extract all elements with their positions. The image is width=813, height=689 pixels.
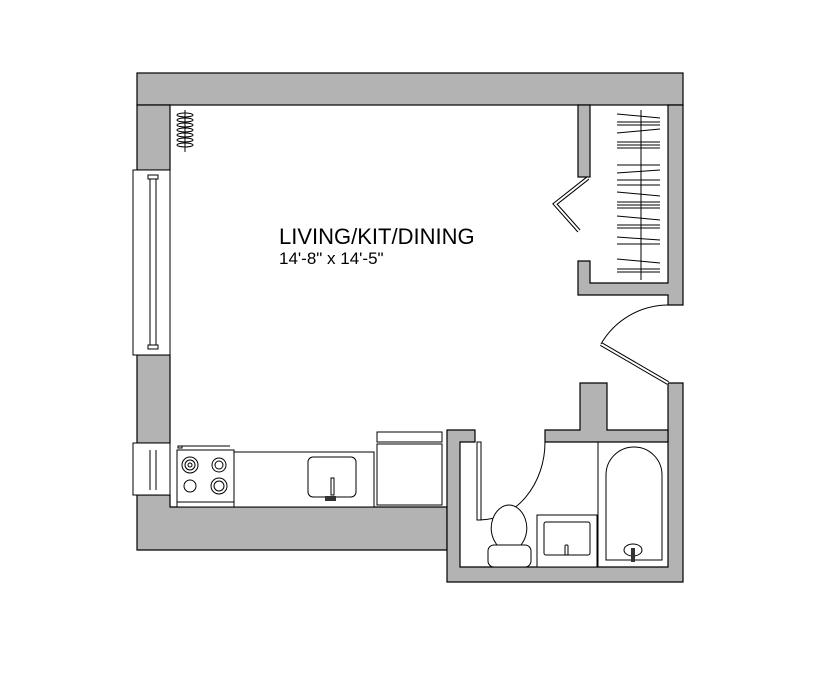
closet-wall-upper bbox=[577, 104, 591, 178]
closet-wall-lower bbox=[577, 104, 684, 306]
entry-door[interactable] bbox=[599, 304, 670, 385]
bathroom-top-wall bbox=[544, 382, 669, 443]
bathroom-door[interactable] bbox=[476, 441, 546, 521]
left-wall-middle bbox=[136, 354, 171, 444]
closet-rod-hangers bbox=[616, 110, 661, 280]
window-lower bbox=[132, 442, 171, 496]
bathroom-wall bbox=[446, 382, 684, 583]
stove bbox=[176, 445, 235, 508]
bathtub bbox=[597, 442, 663, 567]
window-upper bbox=[132, 169, 171, 356]
kitchen-counter bbox=[233, 451, 375, 508]
left-wall-upper bbox=[136, 104, 171, 171]
room-label-living: LIVING/KIT/DINING 14'-8" x 14'-5" bbox=[279, 225, 475, 269]
closet-bifold-door[interactable] bbox=[552, 176, 590, 233]
refrigerator bbox=[376, 431, 443, 506]
radiator-icon bbox=[176, 110, 194, 152]
toilet bbox=[487, 504, 532, 568]
room-dimensions: 14'-8" x 14'-5" bbox=[279, 249, 384, 268]
faucet-icon bbox=[330, 477, 335, 496]
bathroom-vanity bbox=[536, 514, 598, 568]
top-wall bbox=[136, 72, 684, 106]
room-name: LIVING/KIT/DINING bbox=[279, 224, 475, 249]
burner-icons bbox=[181, 456, 228, 495]
